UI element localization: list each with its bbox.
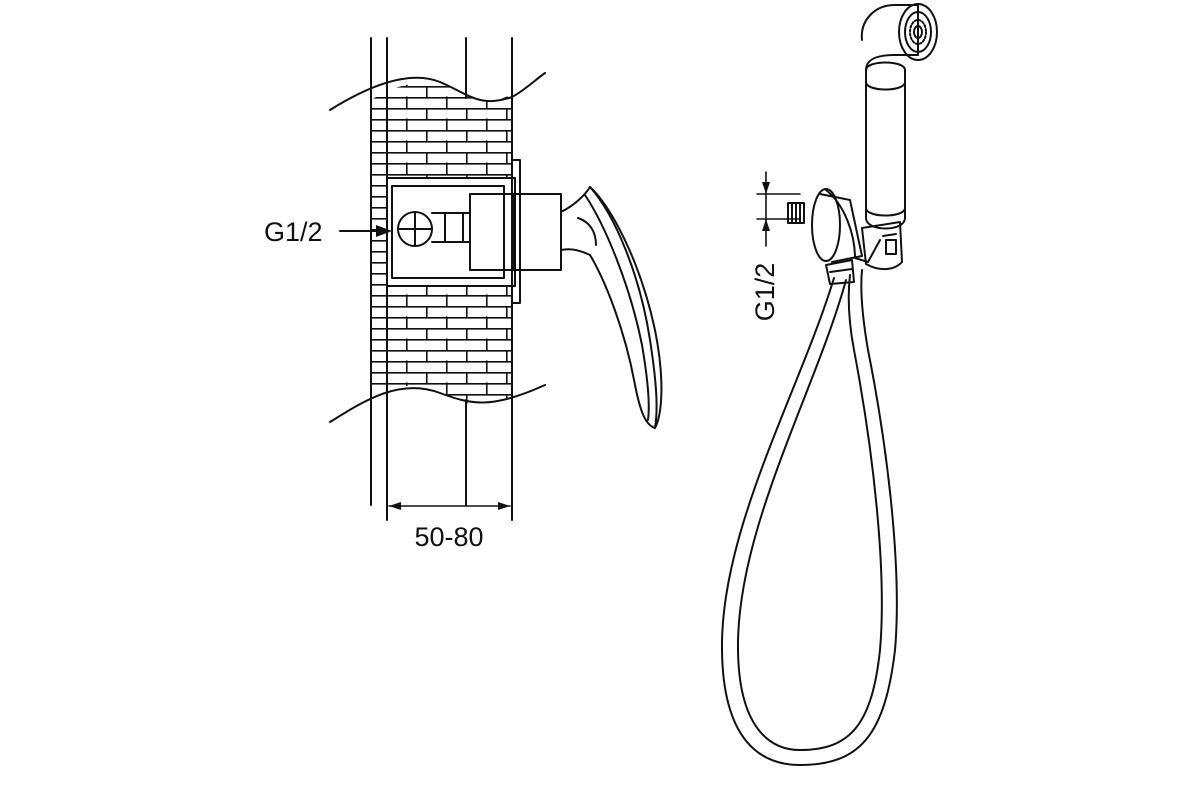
threaded-inlet [787,202,805,224]
hand-shower-set [720,3,938,766]
inlet-connection [397,211,433,247]
bottom-break-line [329,384,546,423]
right-thread-label: G1/2 [750,263,780,322]
concealed-mixer [386,159,663,429]
right-thread-dimension [756,171,801,247]
cover-plate [511,159,521,304]
lever-handle [560,186,663,429]
hand-shower-body [865,69,906,230]
left-thread-label: G1/2 [264,217,323,247]
wall-dimension [388,502,511,510]
hose-nut [825,259,855,285]
holder-body [825,189,881,263]
arrow-head [376,225,392,237]
holder-clip [861,221,903,270]
shower-hose [736,274,883,751]
left-thread-annotation [339,225,392,237]
valve-body-front [513,193,562,271]
top-break-line [329,72,546,111]
wall-thickness-label: 50-80 [414,522,483,552]
mounting-box-inner [391,185,505,279]
wall-section [329,37,546,521]
spray-head [898,3,938,61]
shower-hose [720,269,898,766]
